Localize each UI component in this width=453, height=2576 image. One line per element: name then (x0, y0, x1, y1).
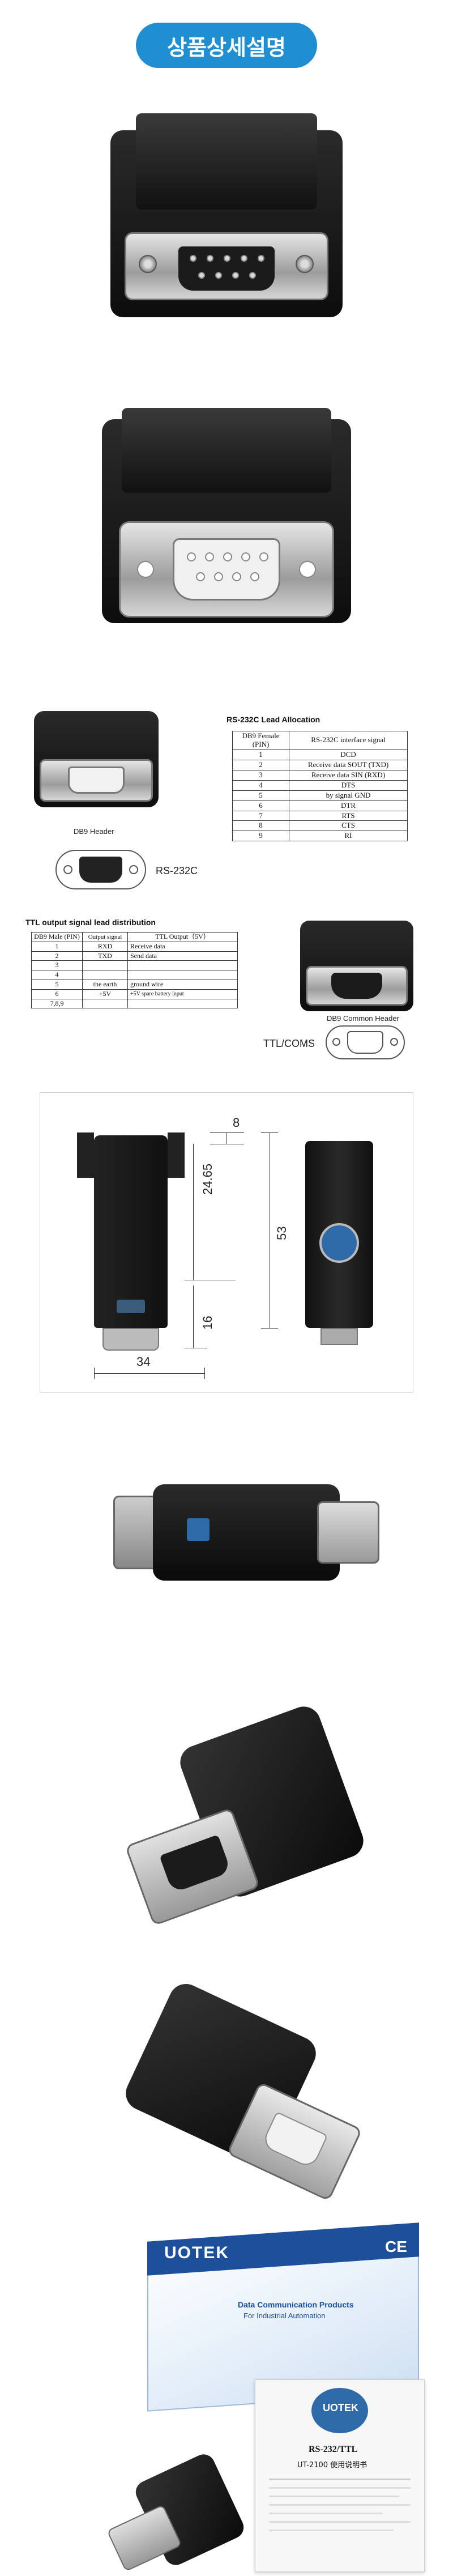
signal-cell: +5V (82, 989, 128, 999)
ttl-header-caption: DB9 Common Header (327, 1014, 399, 1023)
signal-cell (82, 960, 128, 971)
pin-cell: 2 (31, 951, 83, 961)
dimension-drawing: 8 24.65 53 16 34 (40, 1092, 413, 1393)
db9-header-diagram (55, 850, 146, 889)
signal-cell: CTS (289, 820, 408, 832)
product-photo-side (0, 1450, 453, 1620)
rs232-table: DB9 Female (PIN) RS-232C interface signa… (232, 731, 408, 842)
signal-cell: DTS (289, 780, 408, 791)
signal-cell: RI (289, 831, 408, 842)
table-row: 4 (31, 970, 238, 980)
signal-cell: Receive data SIN (RXD) (289, 769, 408, 781)
dim-16: 16 (200, 1315, 215, 1330)
manual-title: RS-232/TTL (309, 2445, 358, 2454)
pin-cell: 4 (31, 970, 83, 980)
db9-female-photo (28, 705, 164, 819)
pin-cell: 1 (232, 749, 289, 760)
product-photo-angle-male (0, 1688, 453, 1955)
dim-24-65: 24.65 (200, 1163, 215, 1195)
pin-cell: 1 (31, 941, 83, 952)
pin-cell: 3 (232, 769, 289, 781)
manual-sheet: UOTEK RS-232/TTL UT-2100 使用说明书 (255, 2379, 425, 2572)
pin-cell: 5 (232, 790, 289, 801)
dim-34: 34 (136, 1355, 151, 1369)
table-row: 7,8,9 (31, 998, 238, 1009)
ttl-table-title: TTL output signal lead distribution (25, 918, 156, 927)
pin-cell: 8 (232, 820, 289, 832)
dim-8: 8 (233, 1115, 240, 1130)
title-section: 상품상세설명 (0, 23, 453, 68)
ttl-table: DB9 Male (PIN) Output signal TTL Output（… (31, 932, 238, 1009)
signal-cell (82, 970, 128, 980)
rs232-port-label: RS-232C (156, 865, 198, 876)
rs232-col-pin: DB9 Female (PIN) (232, 731, 289, 750)
rs232-col-signal: RS-232C interface signal (289, 731, 408, 750)
rs232-table-title: RS-232C Lead Allocation (226, 715, 320, 724)
pin-cell: 5 (31, 979, 83, 990)
table-row: 6+5V+5V spare battery input (31, 989, 238, 999)
output-cell (127, 998, 238, 1009)
db9-male-header-diagram (326, 1025, 405, 1059)
box-brand: UOTEK (164, 2243, 229, 2262)
signal-cell: DCD (289, 749, 408, 760)
signal-cell: RTS (289, 810, 408, 821)
signal-cell: by signal GND (289, 790, 408, 801)
ttl-col-output: TTL Output（5V） (127, 932, 238, 942)
signal-cell: RXD (82, 941, 128, 952)
ttl-port-label: TTL/COMS (263, 1038, 315, 1049)
output-cell (127, 970, 238, 980)
product-package: UOTEK CE Data Communication Products For… (136, 2221, 430, 2425)
pin-cell: 7,8,9 (31, 998, 83, 1009)
box-tagline-1: Data Communication Products (238, 2300, 354, 2309)
product-photo-female-front (0, 397, 453, 691)
manual-subtitle: UT-2100 使用说明书 (297, 2461, 367, 2469)
pin-cell: 4 (232, 780, 289, 791)
output-cell: Send data (127, 951, 238, 961)
product-photo-angle-female (0, 1966, 453, 2232)
product-photo-bottom (102, 2447, 249, 2572)
table-row: 3 (31, 960, 238, 971)
pin-cell: 6 (31, 989, 83, 999)
page-title: 상품상세설명 (136, 23, 317, 68)
ttl-col-signal: Output signal (82, 932, 128, 942)
dim-53: 53 (275, 1226, 289, 1240)
pin-cell: 7 (232, 810, 289, 821)
signal-cell: TXD (82, 951, 128, 961)
db9-male-photo (294, 918, 419, 1020)
box-tagline-2: For Industrial Automation (243, 2311, 326, 2320)
box-ce: CE (385, 2238, 407, 2255)
signal-cell: Receive data SOUT (TXD) (289, 759, 408, 770)
output-cell: +5V spare battery input (127, 989, 238, 999)
output-cell: Receive data (127, 941, 238, 952)
pin-cell: 2 (232, 759, 289, 770)
signal-cell (82, 998, 128, 1009)
ttl-col-pin: DB9 Male (PIN) (31, 932, 83, 942)
signal-cell: the earth (82, 979, 128, 990)
pin-cell: 6 (232, 800, 289, 811)
rs232-header-caption: DB9 Header (74, 827, 114, 836)
pin-cell: 3 (31, 960, 83, 971)
manual-brand: UOTEK (323, 2402, 358, 2413)
output-cell (127, 960, 238, 971)
product-photo-male-front (0, 91, 453, 357)
signal-cell: DTR (289, 800, 408, 811)
output-cell: ground wire (127, 979, 238, 990)
pin-cell: 9 (232, 831, 289, 842)
